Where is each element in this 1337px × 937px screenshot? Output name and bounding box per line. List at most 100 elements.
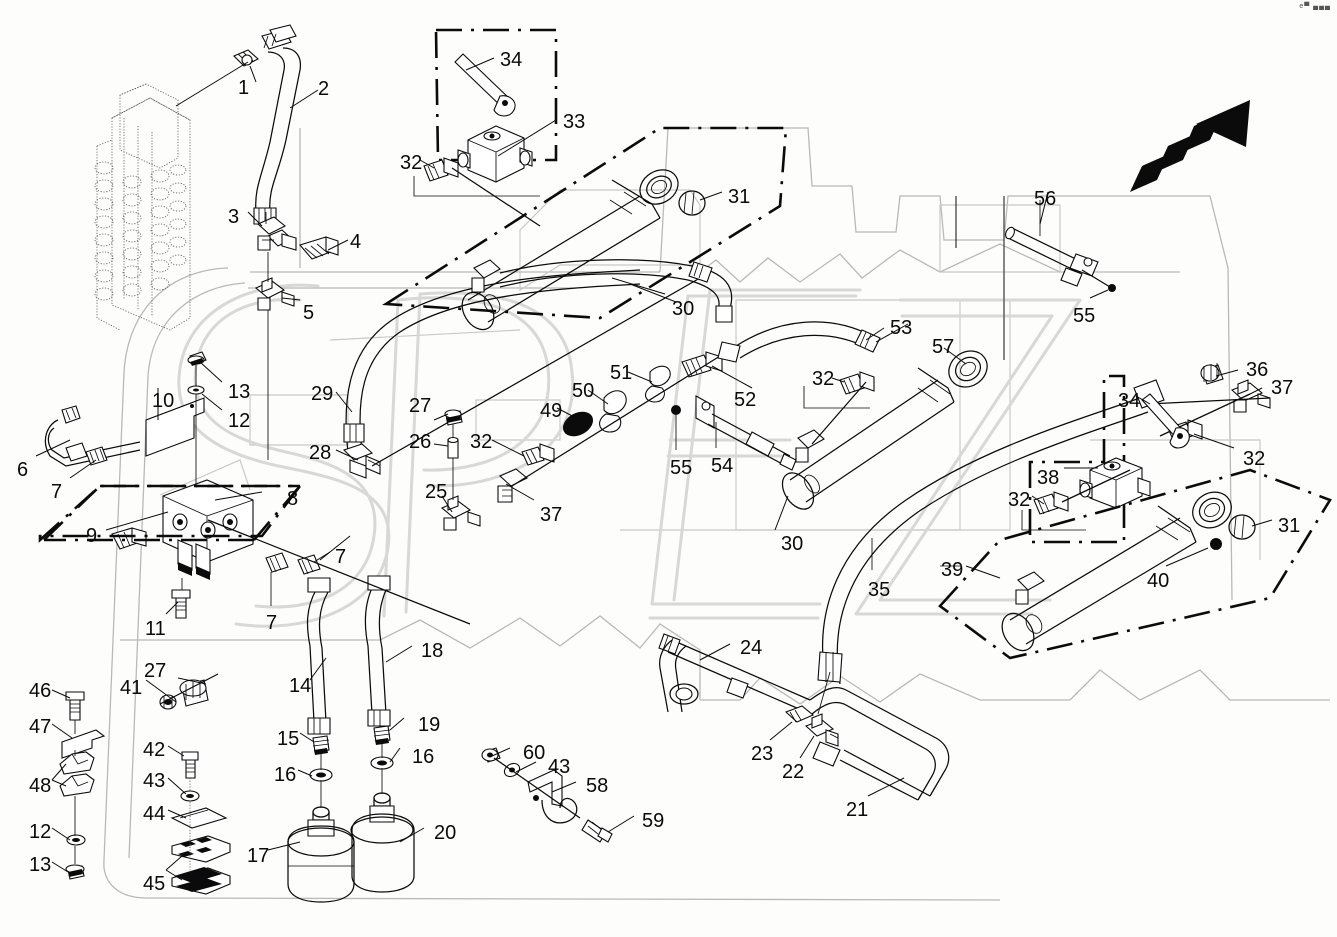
callout-21: 21 xyxy=(846,799,869,821)
callout-43: 43 xyxy=(143,770,166,792)
cylinder-30-left xyxy=(461,169,679,331)
pin-40 xyxy=(1210,538,1222,550)
callout-32: 32 xyxy=(470,431,493,453)
callout-31: 31 xyxy=(1278,515,1301,537)
callout-27: 27 xyxy=(144,660,167,682)
tee-22-23 xyxy=(784,705,839,747)
quick-coupler-4 xyxy=(299,236,339,260)
plug-49 xyxy=(562,411,594,437)
bolt-11 xyxy=(171,589,191,619)
tee-25 xyxy=(440,495,481,531)
cylinder-right-center xyxy=(781,350,988,510)
callout-18: 18 xyxy=(421,640,444,662)
direction-of-travel-arrow xyxy=(1130,100,1250,192)
manifold-block-8 xyxy=(162,479,254,580)
callout-7: 7 xyxy=(335,546,347,568)
callout-25: 25 xyxy=(425,481,448,503)
callout-33: 33 xyxy=(563,111,586,133)
washer-12-b xyxy=(66,834,86,846)
callout-52: 52 xyxy=(734,389,757,411)
callout-48: 48 xyxy=(29,775,52,797)
callout-34: 34 xyxy=(1118,390,1141,412)
callout-28: 28 xyxy=(309,442,332,464)
nut-27 xyxy=(444,409,463,426)
bracket-58 xyxy=(527,769,578,824)
callout-27: 27 xyxy=(409,395,432,417)
bolt-42 xyxy=(181,751,199,779)
fitting-19 xyxy=(373,725,391,745)
coupler-32-a xyxy=(423,157,459,182)
callout-1: 1 xyxy=(238,77,250,99)
group-box-39-31-right xyxy=(938,468,1332,660)
callout-37: 37 xyxy=(1271,377,1294,399)
valve-block-33 xyxy=(457,125,533,183)
coupler-32-c xyxy=(521,443,555,466)
plug-9 xyxy=(111,527,147,550)
callout-58: 58 xyxy=(586,775,609,797)
callout-10: 10 xyxy=(152,390,175,412)
callout-12: 12 xyxy=(29,821,52,843)
callout-29: 29 xyxy=(311,383,334,405)
bolt-46 xyxy=(65,691,85,721)
callout-40: 40 xyxy=(1147,570,1170,592)
group-box-38 xyxy=(1028,374,1126,544)
clamp-48-lower xyxy=(59,773,95,797)
tube-14 xyxy=(306,577,331,735)
corner-mark: e▀ ▄▄▄ xyxy=(1299,3,1331,10)
valve-block-38 xyxy=(1079,457,1151,509)
callout-32: 32 xyxy=(1008,489,1031,511)
lever-34-right xyxy=(1141,393,1190,449)
hose-35 xyxy=(817,379,1165,685)
callout-32: 32 xyxy=(812,368,835,390)
callout-23: 23 xyxy=(751,743,774,765)
callout-43: 43 xyxy=(548,756,571,778)
fitting-1 xyxy=(233,49,259,67)
tube-24 xyxy=(658,633,811,713)
pin-55-right xyxy=(1081,269,1116,292)
callout-7: 7 xyxy=(51,481,63,503)
callout-60: 60 xyxy=(523,742,546,764)
callout-31: 31 xyxy=(728,186,751,208)
callout-3: 3 xyxy=(228,206,240,228)
callout-39: 39 xyxy=(941,559,964,581)
callout-26: 26 xyxy=(409,431,432,453)
bracket-10 xyxy=(145,397,205,457)
tube-18 xyxy=(364,575,391,727)
callout-41: 41 xyxy=(120,677,143,699)
callout-13: 13 xyxy=(228,381,251,403)
callout-56: 56 xyxy=(1034,188,1057,210)
callout-9: 9 xyxy=(86,525,98,547)
pad-45-lower xyxy=(171,867,231,895)
callout-38: 38 xyxy=(1037,467,1060,489)
callout-30: 30 xyxy=(781,533,804,555)
callout-15: 15 xyxy=(277,728,300,750)
control-valve-bank xyxy=(94,83,191,331)
callout-30: 30 xyxy=(672,298,695,320)
plate-44 xyxy=(170,807,228,829)
rod-54 xyxy=(695,395,797,471)
group-box-30-31-left xyxy=(381,126,788,320)
callout-11: 11 xyxy=(145,618,166,640)
callout-57: 57 xyxy=(932,336,955,358)
callout-51: 51 xyxy=(610,362,633,384)
callout-47: 47 xyxy=(29,716,52,738)
bushing-31-right xyxy=(1228,514,1256,540)
callout-42: 42 xyxy=(143,739,166,761)
tee-fitting-5 xyxy=(254,277,295,311)
tee-37-right xyxy=(1230,379,1271,413)
callout-16: 16 xyxy=(274,764,297,786)
hose-29 xyxy=(343,269,641,453)
callout-22: 22 xyxy=(782,761,805,783)
clip-47 xyxy=(61,729,106,759)
callout-24: 24 xyxy=(740,637,763,659)
fitting-7-c xyxy=(297,554,321,575)
callout-32: 32 xyxy=(400,152,423,174)
clamp-48-upper xyxy=(59,751,95,775)
callout-45: 45 xyxy=(143,873,166,895)
callout-53: 53 xyxy=(890,317,913,339)
callout-46: 46 xyxy=(29,680,52,702)
tube-6 xyxy=(44,405,141,467)
